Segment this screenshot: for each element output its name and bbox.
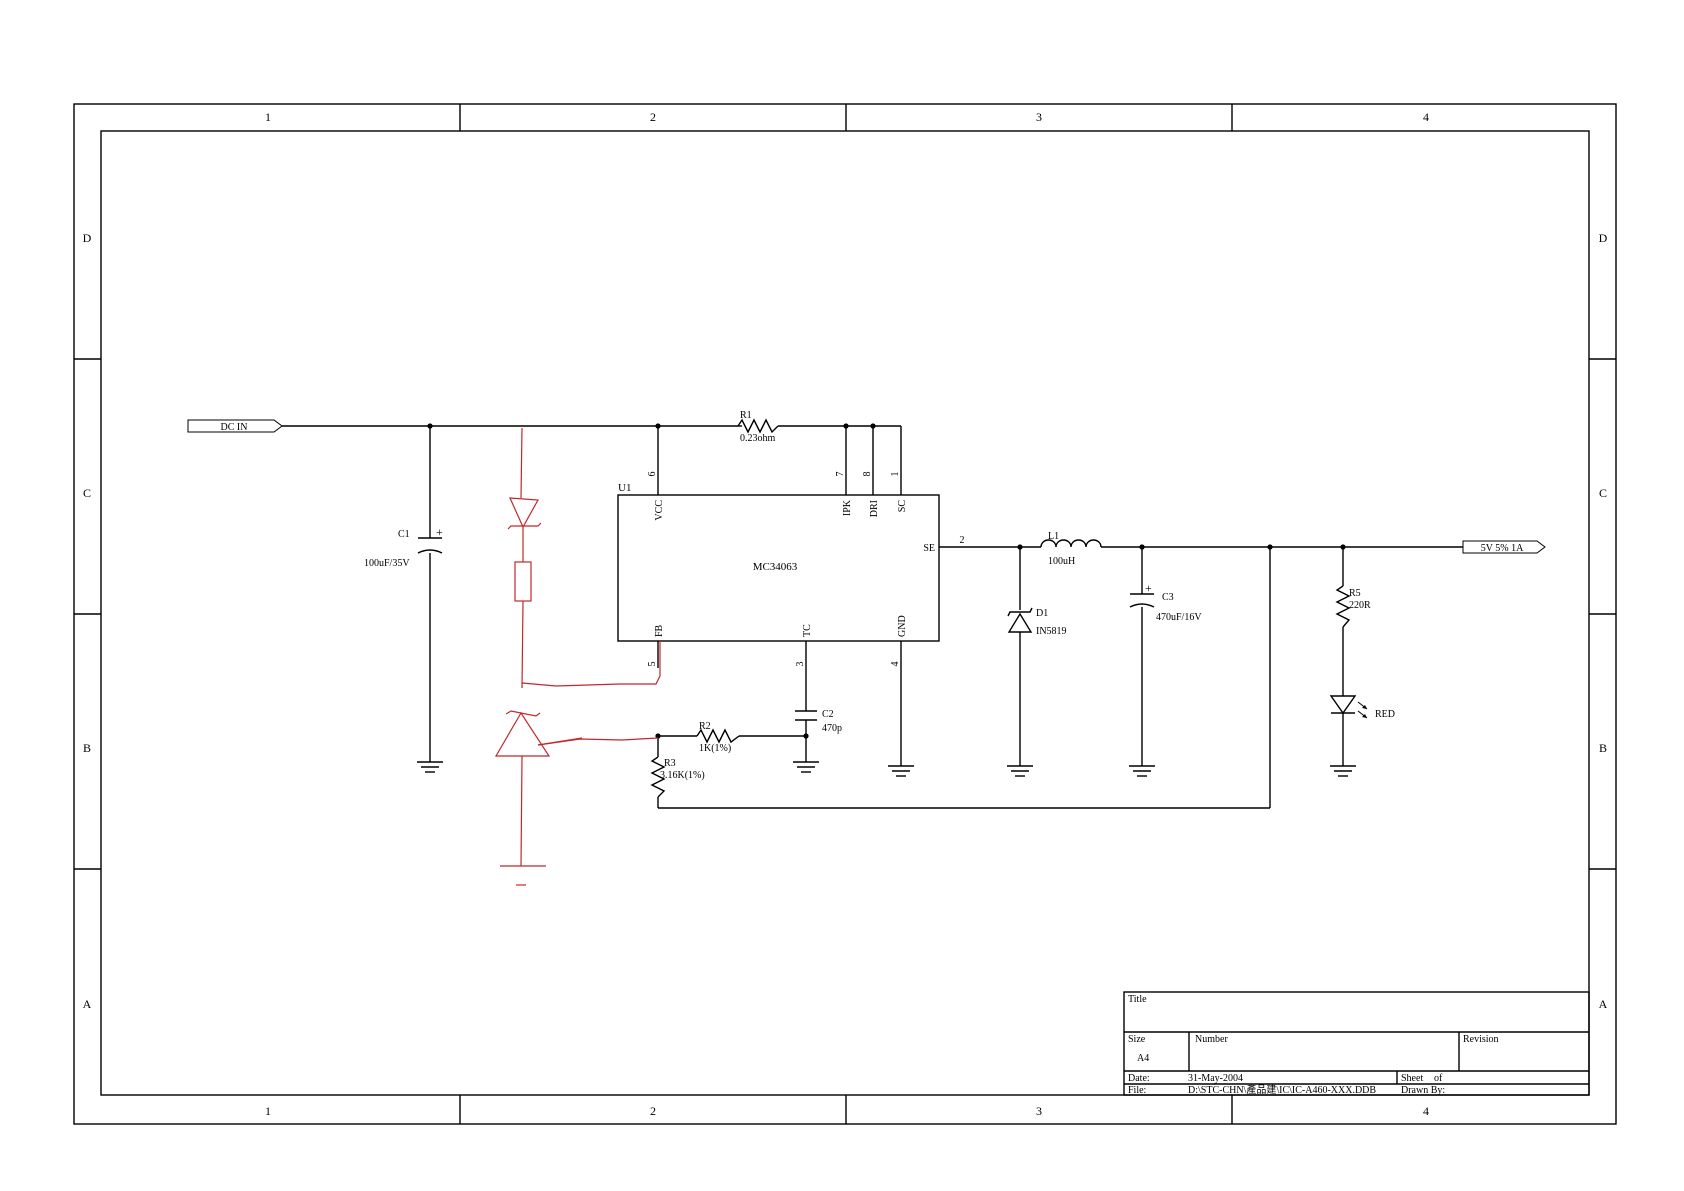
date-label: Date: <box>1128 1073 1150 1084</box>
row-label-right: A <box>1599 997 1608 1011</box>
resistor-r3: R3 3.16K(1%) <box>650 756 705 798</box>
ic-ref: U1 <box>618 482 631 494</box>
revision-label: Revision <box>1463 1034 1499 1045</box>
r5-value: 220R <box>1349 600 1371 611</box>
led-value: RED <box>1375 709 1395 720</box>
file-label: File: <box>1128 1085 1146 1096</box>
c2-value: 470p <box>822 723 842 734</box>
r3-value: 3.16K(1%) <box>660 770 705 781</box>
c1-ref: C1 <box>398 529 410 540</box>
pin-number: 6 <box>647 472 658 477</box>
column-label-top: 3 <box>1036 110 1042 124</box>
pin-name: VCC <box>654 500 665 521</box>
pin-number: 1 <box>890 472 901 477</box>
date-value: 31-May-2004 <box>1188 1073 1243 1084</box>
r3-ref: R3 <box>664 758 676 769</box>
red-markup <box>494 427 661 886</box>
title-label: Title <box>1128 994 1147 1005</box>
c3-ref: C3 <box>1162 592 1174 603</box>
c1-polarity: + <box>436 525 443 539</box>
column-label-top: 1 <box>265 110 271 124</box>
port-5v-out: 5V 5% 1A <box>1462 540 1546 554</box>
junction-dots <box>427 423 1346 739</box>
pin-name: FB <box>654 624 665 637</box>
column-label-bottom: 1 <box>265 1104 271 1118</box>
r1-ref: R1 <box>740 410 752 421</box>
pin-number: 8 <box>862 472 873 477</box>
pin-number: 5 <box>647 662 658 667</box>
ic-u1: U1 MC34063 6 7 8 1 5 3 4 2 VCC IPK DRI S… <box>617 472 965 667</box>
pin-name: SE <box>923 543 935 554</box>
column-label-top: 4 <box>1423 110 1429 124</box>
row-label-left: A <box>83 997 92 1011</box>
r5-ref: R5 <box>1349 588 1361 599</box>
pin-name: DRI <box>869 500 880 517</box>
c3-polarity: + <box>1145 581 1152 595</box>
pin-number: 4 <box>890 662 901 667</box>
capacitor-c2: C2 470p <box>795 709 842 734</box>
diode-d1: D1 IN5819 <box>1007 607 1067 637</box>
column-label-bottom: 4 <box>1423 1104 1429 1118</box>
l1-value: 100uH <box>1048 556 1075 567</box>
row-label-right: B <box>1599 741 1607 755</box>
sheet-label: Sheet <box>1401 1073 1423 1084</box>
drawn-by-label: Drawn By: <box>1401 1085 1445 1096</box>
l1-ref: L1 <box>1048 531 1059 542</box>
r2-ref: R2 <box>699 721 711 732</box>
of-label: of <box>1434 1073 1443 1084</box>
resistor-r5: R5 220R <box>1335 585 1371 628</box>
ground-icon <box>417 761 443 773</box>
size-label: Size <box>1128 1034 1146 1045</box>
d1-value: IN5819 <box>1036 626 1067 637</box>
pin-name: TC <box>802 624 813 637</box>
row-label-left: C <box>83 486 91 500</box>
ground-icon <box>1330 765 1356 777</box>
row-label-left: B <box>83 741 91 755</box>
r1-value: 0.23ohm <box>740 433 776 444</box>
ground-icon <box>1129 765 1155 777</box>
column-label-top: 2 <box>650 110 656 124</box>
resistor-r1: R1 0.23ohm <box>737 410 779 444</box>
r2-value: 1K(1%) <box>699 743 731 754</box>
pin-number: 2 <box>960 535 965 546</box>
c3-value: 470uF/16V <box>1156 612 1202 623</box>
ground-icon <box>888 765 914 777</box>
wires <box>282 425 1463 809</box>
c2-ref: C2 <box>822 709 834 720</box>
pin-number: 3 <box>795 662 806 667</box>
column-label-bottom: 3 <box>1036 1104 1042 1118</box>
ground-icon <box>793 761 819 773</box>
number-label: Number <box>1195 1034 1228 1045</box>
ic-part: MC34063 <box>753 561 798 573</box>
capacitor-c1: + C1 100uF/35V <box>364 525 443 569</box>
c1-value: 100uF/35V <box>364 558 410 569</box>
port-5v-out-label: 5V 5% 1A <box>1481 543 1524 554</box>
pin-name: GND <box>897 615 908 637</box>
row-label-right: D <box>1599 231 1608 245</box>
column-label-bottom: 2 <box>650 1104 656 1118</box>
d1-ref: D1 <box>1036 608 1048 619</box>
size-value: A4 <box>1137 1053 1149 1064</box>
pin-name: SC <box>897 500 908 513</box>
resistor-r2: R2 1K(1%) <box>696 721 740 754</box>
row-label-right: C <box>1599 486 1607 500</box>
pin-number: 7 <box>835 472 846 477</box>
title-block: Title Size A4 Number Revision Date: 31-M… <box>1123 991 1590 1096</box>
pin-name: IPK <box>842 499 853 516</box>
ground-icon <box>1007 765 1033 777</box>
drawing-frame: 1 2 3 4 1 2 3 4 D C B A D C B A <box>73 103 1617 1125</box>
port-dc-in-label: DC IN <box>221 422 248 433</box>
led-red: RED <box>1329 695 1395 720</box>
row-label-left: D <box>83 231 92 245</box>
ground-symbols <box>417 761 1356 777</box>
file-value: D:\STC-CHN\產品建\IC\IC-A460-XXX.DDB <box>1188 1083 1376 1096</box>
port-dc-in: DC IN <box>187 419 283 433</box>
inductor-l1: L1 100uH <box>1040 531 1102 567</box>
capacitor-c3: + C3 470uF/16V <box>1129 581 1202 623</box>
